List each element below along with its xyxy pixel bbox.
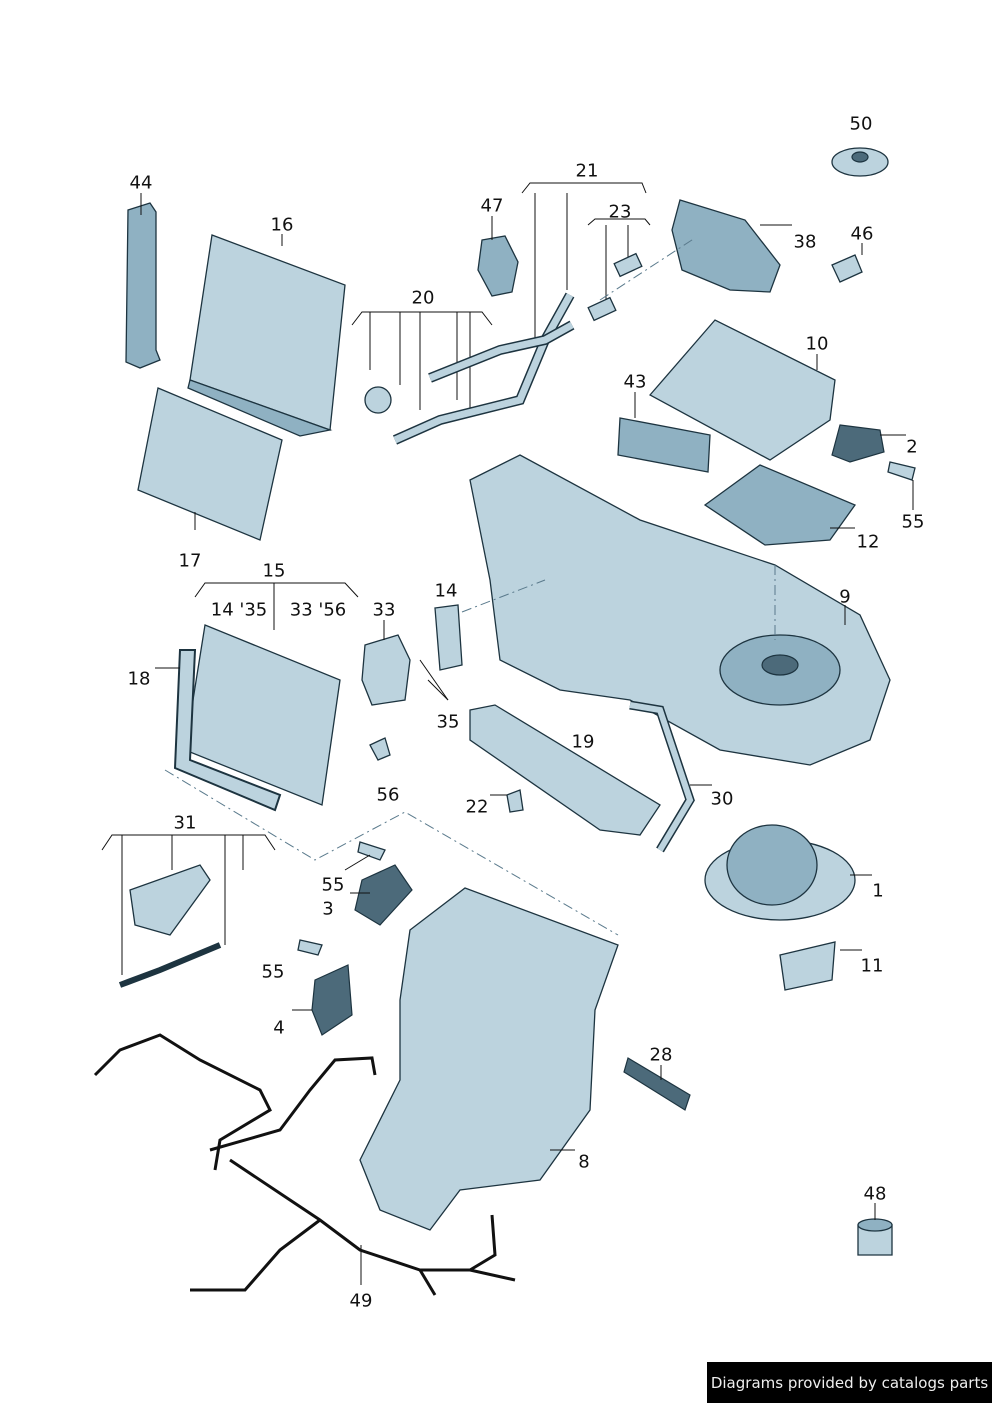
- part-label-47: 47: [480, 195, 504, 217]
- part-label-14: 14: [434, 580, 458, 602]
- part-49-wiring-harness: [93, 1033, 516, 1296]
- part-47-valve: [477, 216, 519, 297]
- part-label-11: 11: [860, 955, 884, 977]
- part-9-main-housing: [469, 454, 891, 766]
- part-10-housing: [648, 319, 836, 461]
- part-label-8: 8: [578, 1151, 590, 1173]
- part-label-38: 38: [793, 231, 817, 253]
- part-label-3: 3: [322, 898, 334, 920]
- part-label-49: 49: [349, 1290, 373, 1312]
- part-label-17: 17: [178, 550, 202, 572]
- part-label-10: 10: [805, 333, 829, 355]
- part-label-55a: 55: [901, 511, 925, 533]
- part-label-30: 30: [710, 788, 734, 810]
- part-label-28: 28: [649, 1044, 673, 1066]
- part-label-22: 22: [465, 796, 489, 818]
- footer-credit: Diagrams provided by catalogs parts: [707, 1362, 992, 1403]
- part-48-cap: [857, 1203, 893, 1256]
- part-16-heater-core: [187, 234, 346, 437]
- part-label-12: 12: [856, 531, 880, 553]
- part-12-pollen-filter: [703, 464, 857, 546]
- part-label-55c: 55: [261, 961, 285, 983]
- part-1-blower: [704, 824, 872, 921]
- part-43-seal: [617, 392, 711, 473]
- part-8-lower-housing: [359, 887, 619, 1231]
- part-18-seal: [155, 649, 282, 812]
- part-55-screw-c: [297, 939, 323, 956]
- part-label-18: 18: [127, 668, 151, 690]
- part-label-1: 1: [872, 880, 884, 902]
- part-label-19: 19: [571, 731, 595, 753]
- part-label-31: 31: [173, 812, 197, 834]
- part-label-50: 50: [849, 113, 873, 135]
- part-label-55b: 55: [321, 874, 345, 896]
- callout-35: [419, 659, 449, 701]
- part-label-15: 15: [262, 560, 286, 582]
- part-55-screw-a: [887, 461, 916, 510]
- part-22-clip: [490, 789, 524, 813]
- part-55-screw-b: [344, 841, 386, 871]
- part-label-48: 48: [863, 1183, 887, 1205]
- part-label-46: 46: [850, 223, 874, 245]
- part-label-43: 43: [623, 371, 647, 393]
- callout-21: [521, 182, 647, 340]
- part-33-cover: [361, 620, 411, 706]
- part-label-20: 20: [411, 287, 435, 309]
- part-19-cover: [469, 704, 661, 836]
- part-3-actuator: [350, 864, 413, 926]
- callout-31: [101, 834, 276, 988]
- part-14-valve: [434, 604, 463, 671]
- part-label-33_56: 33 '56: [289, 599, 347, 621]
- part-28-sensor: [623, 1057, 691, 1111]
- part-2-actuator: [831, 424, 906, 463]
- part-label-33: 33: [372, 599, 396, 621]
- part-label-14_35: 14 '35: [210, 599, 268, 621]
- part-50-nut: [831, 147, 889, 177]
- part-label-16: 16: [270, 214, 294, 236]
- part-label-9: 9: [839, 586, 851, 608]
- part-30-hose: [629, 700, 712, 853]
- part-label-35: 35: [436, 711, 460, 733]
- part-38-gasket: [671, 199, 792, 293]
- callout-15: [194, 582, 359, 630]
- part-56-screw: [369, 737, 391, 761]
- part-label-2: 2: [906, 436, 918, 458]
- callout-20: [351, 311, 493, 410]
- part-label-4: 4: [273, 1017, 285, 1039]
- part-11-cover: [779, 941, 862, 991]
- part-label-21: 21: [575, 160, 599, 182]
- part-20-pipes: [364, 292, 575, 445]
- part-label-44: 44: [129, 172, 153, 194]
- part-label-23: 23: [608, 201, 632, 223]
- footer-text: Diagrams provided by catalogs parts: [710, 1373, 989, 1392]
- assembly-lines: [164, 237, 776, 936]
- callout-23: [587, 218, 651, 322]
- part-46-bolt: [831, 243, 863, 283]
- part-label-56: 56: [376, 784, 400, 806]
- part-17-frame: [137, 387, 283, 541]
- part-4-actuator: [292, 964, 353, 1036]
- part-44-bracket: [125, 193, 161, 369]
